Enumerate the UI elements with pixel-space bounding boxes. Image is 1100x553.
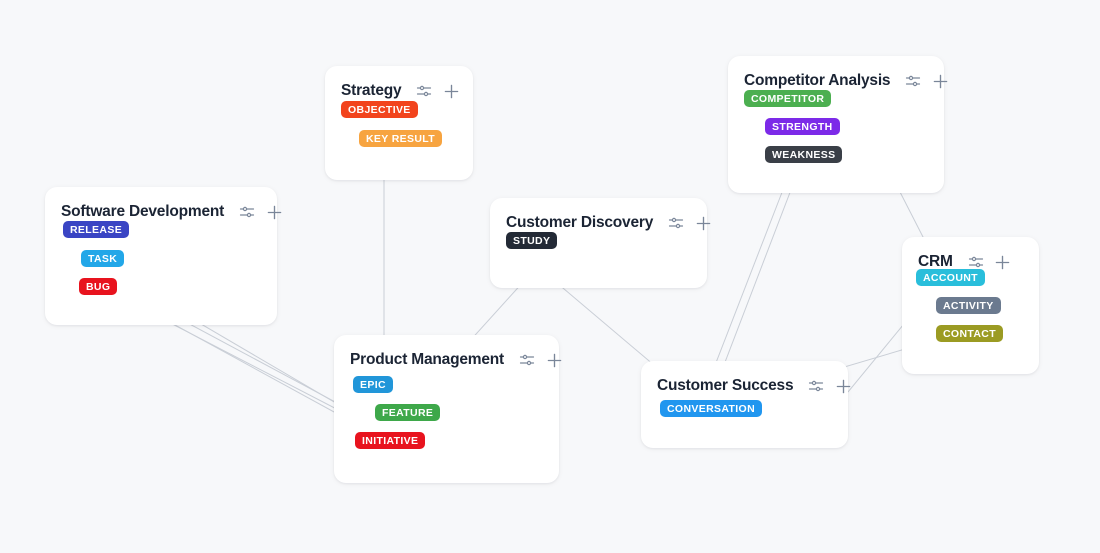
card-header: Customer Success — [641, 361, 851, 397]
sliders-icon[interactable] — [967, 253, 985, 271]
entity-badge[interactable]: BUG — [79, 278, 118, 295]
entity-badge[interactable]: CONTACT — [936, 325, 1003, 342]
card-header-actions — [967, 253, 1012, 271]
entity-badge-list: ACCOUNT ACTIVITY CONTACT — [902, 269, 1039, 342]
sliders-icon[interactable] — [238, 203, 256, 221]
entity-badge[interactable]: TASK — [81, 250, 125, 267]
card-title: Customer Success — [657, 377, 794, 394]
entity-badge[interactable]: COMPETITOR — [744, 90, 832, 107]
entity-badge[interactable]: RELEASE — [63, 221, 130, 238]
plus-icon[interactable] — [931, 72, 949, 90]
entity-badge[interactable]: ACTIVITY — [936, 297, 1001, 314]
entity-badge[interactable]: ACCOUNT — [916, 269, 985, 286]
card-header: Software Development — [45, 187, 281, 223]
card-title: Customer Discovery — [506, 214, 654, 231]
card-title: Competitor Analysis — [744, 72, 891, 89]
entity-badge[interactable]: EPIC — [353, 376, 393, 393]
sliders-icon[interactable] — [904, 72, 922, 90]
entity-badge[interactable]: INITIATIVE — [355, 432, 426, 449]
plus-icon[interactable] — [545, 351, 563, 369]
plus-icon[interactable] — [834, 377, 852, 395]
card-header-actions — [904, 72, 949, 90]
card-header-actions — [415, 82, 460, 100]
plus-icon[interactable] — [265, 203, 283, 221]
card-header-actions — [238, 203, 283, 221]
entity-badge-list: STUDY — [490, 232, 707, 260]
sliders-icon[interactable] — [518, 351, 536, 369]
sliders-icon[interactable] — [667, 214, 685, 232]
card-header: Strategy — [325, 66, 473, 102]
card-header: Competitor Analysis — [728, 56, 948, 92]
card-header: CRM — [902, 237, 1039, 273]
entity-badge[interactable]: KEY RESULT — [359, 130, 443, 147]
sliders-icon[interactable] — [807, 377, 825, 395]
plus-icon[interactable] — [694, 214, 712, 232]
entity-badge-list: OBJECTIVE KEY RESULT — [325, 101, 473, 147]
entity-badge-list: COMPETITOR STRENGTH WEAKNESS — [728, 90, 944, 163]
entity-badge[interactable]: WEAKNESS — [765, 146, 843, 163]
entity-badge-list: EPIC FEATURE INITIATIVE — [334, 371, 559, 449]
card-header: Customer Discovery — [490, 198, 710, 234]
entity-badge[interactable]: STUDY — [506, 232, 558, 249]
card-header-actions — [518, 351, 563, 369]
card-title: Software Development — [61, 203, 225, 220]
entity-badge[interactable]: OBJECTIVE — [341, 101, 418, 118]
entity-badge-list: CONVERSATION — [641, 397, 848, 423]
card-header-actions — [667, 214, 712, 232]
plus-icon[interactable] — [994, 253, 1012, 271]
entity-badge-list: RELEASE TASK BUG — [45, 221, 277, 295]
card-title: Strategy — [341, 82, 402, 99]
card-title: Product Management — [350, 351, 505, 368]
plus-icon[interactable] — [442, 82, 460, 100]
entity-badge[interactable]: FEATURE — [375, 404, 441, 421]
card-header-actions — [807, 377, 852, 395]
card-header: Product Management — [334, 335, 561, 371]
sliders-icon[interactable] — [415, 82, 433, 100]
entity-badge[interactable]: STRENGTH — [765, 118, 840, 135]
entity-badge[interactable]: CONVERSATION — [660, 400, 763, 417]
